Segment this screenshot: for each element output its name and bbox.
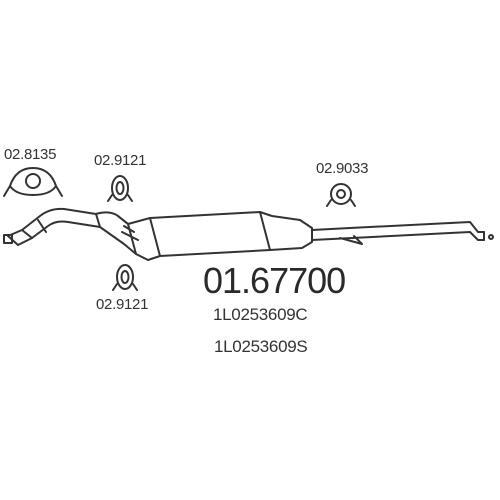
tail-pipe-icon (311, 221, 494, 245)
clamp-part-number-top: 02.9121 (94, 152, 147, 169)
flange-end-icon (3, 234, 13, 244)
pipe-clamp-icon (326, 183, 356, 207)
rear-muffler-icon (95, 211, 313, 261)
hanger-part-number: 02.8135 (4, 146, 57, 163)
oem-number-2: 1L0253609S (214, 337, 308, 356)
main-part-number: 01.67700 (203, 260, 346, 301)
clamp-part-number-bottom: 02.9121 (96, 296, 149, 313)
front-pipe-icon (7, 207, 101, 246)
pipe-clamp-icon (107, 175, 133, 202)
clamp-part-number-right: 02.9033 (316, 160, 369, 177)
oem-number-1: 1L0253609C (213, 305, 308, 324)
rubber-hanger-icon (3, 167, 63, 197)
pipe-clamp-icon (112, 264, 138, 291)
